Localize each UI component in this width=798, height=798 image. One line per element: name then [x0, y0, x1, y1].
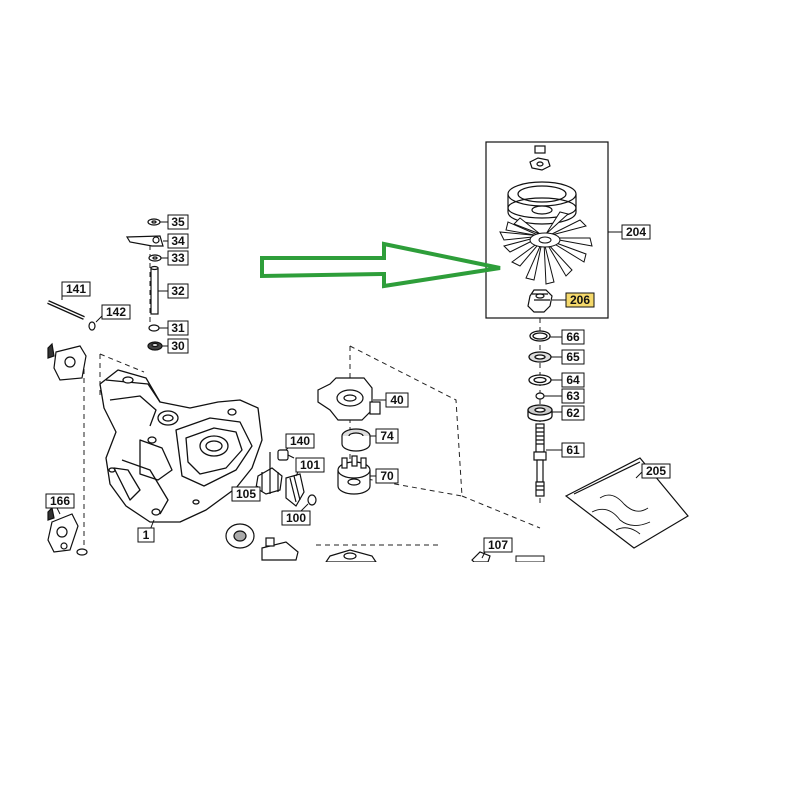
callout-1[interactable]: 1: [137, 527, 155, 543]
part-bottom-block: [261, 537, 299, 561]
callout-31[interactable]: 31: [167, 320, 189, 336]
part-140-bolt: [277, 449, 295, 461]
green-arrow-icon: [260, 241, 501, 289]
part-bottom-center: [324, 549, 378, 563]
part-100-ring: [307, 494, 317, 506]
callout-141[interactable]: 141: [61, 281, 91, 297]
svg-text:40: 40: [390, 393, 404, 407]
callout-206-highlighted[interactable]: 206: [565, 292, 595, 308]
part-205-bag: [564, 457, 689, 549]
svg-text:205: 205: [646, 464, 666, 478]
part-61-shaft: [533, 423, 547, 497]
part-fan-blade: [499, 211, 593, 285]
svg-text:61: 61: [566, 443, 580, 457]
part-34-lever: [125, 235, 164, 247]
callout-142[interactable]: 142: [101, 304, 131, 320]
svg-text:206: 206: [570, 293, 590, 307]
part-30-seal: [147, 341, 163, 351]
svg-text:166: 166: [50, 494, 70, 508]
callout-140[interactable]: 140: [285, 433, 315, 449]
part-31-clip: [148, 324, 160, 332]
part-66-ring: [529, 330, 551, 342]
part-nut-top: [529, 145, 551, 171]
part-pulley: [507, 181, 577, 225]
svg-text:141: 141: [66, 282, 86, 296]
part-142-pin: [88, 321, 96, 331]
part-33-ring: [148, 254, 162, 262]
svg-text:74: 74: [380, 429, 394, 443]
callout-107[interactable]: 107: [483, 537, 513, 553]
svg-text:101: 101: [300, 458, 320, 472]
part-74-bearing: [341, 428, 371, 452]
svg-text:35: 35: [171, 215, 185, 229]
callout-30[interactable]: 30: [167, 338, 189, 354]
cropped-callout: [515, 555, 545, 563]
bracket-left: [47, 342, 87, 381]
svg-text:204: 204: [626, 225, 646, 239]
callout-35[interactable]: 35: [167, 214, 189, 230]
callout-62[interactable]: 62: [561, 405, 585, 421]
callout-105[interactable]: 105: [231, 486, 261, 502]
part-35-washer: [147, 218, 161, 226]
part-1-housing: [99, 369, 263, 523]
callout-labels: 35 34 33 32 31 30 141 142: [45, 214, 671, 553]
part-206-hub: [527, 289, 553, 313]
part-107-nut: [471, 551, 491, 563]
svg-text:105: 105: [236, 487, 256, 501]
callout-33[interactable]: 33: [167, 250, 189, 266]
part-63-clip: [535, 392, 545, 400]
callout-32[interactable]: 32: [167, 283, 189, 299]
callout-74[interactable]: 74: [375, 428, 399, 444]
part-65-seal: [528, 351, 552, 363]
callout-101[interactable]: 101: [295, 457, 325, 473]
callout-100[interactable]: 100: [281, 510, 311, 526]
part-141-rod: [47, 300, 85, 320]
part-40-housing: [317, 377, 381, 421]
callout-205[interactable]: 205: [641, 463, 671, 479]
part-32-shaft: [150, 265, 159, 315]
svg-text:140: 140: [290, 434, 310, 448]
callout-70[interactable]: 70: [375, 468, 399, 484]
part-105-gear: [255, 452, 283, 495]
callout-64[interactable]: 64: [561, 372, 585, 388]
svg-text:66: 66: [566, 330, 580, 344]
callout-40[interactable]: 40: [385, 392, 409, 408]
svg-text:33: 33: [171, 251, 185, 265]
part-64-washer: [528, 374, 552, 386]
part-70-coupler: [337, 455, 371, 495]
callout-66[interactable]: 66: [561, 329, 585, 345]
svg-text:31: 31: [171, 321, 185, 335]
svg-text:1: 1: [143, 528, 150, 542]
part-101-bevel-gear: [285, 473, 305, 507]
shaft-assembly-left: [125, 218, 164, 351]
svg-text:70: 70: [380, 469, 394, 483]
svg-text:32: 32: [171, 284, 185, 298]
bottom-whitespace: [0, 562, 798, 798]
callout-65[interactable]: 65: [561, 349, 585, 365]
part-166-bracket: [47, 506, 88, 556]
bearing-bottom-left: [225, 523, 255, 549]
svg-text:65: 65: [566, 350, 580, 364]
svg-text:62: 62: [566, 406, 580, 420]
callout-34[interactable]: 34: [167, 233, 189, 249]
svg-text:107: 107: [488, 538, 508, 552]
callout-63[interactable]: 63: [561, 388, 585, 404]
svg-text:100: 100: [286, 511, 306, 525]
svg-text:34: 34: [171, 234, 185, 248]
svg-text:63: 63: [566, 389, 580, 403]
svg-text:30: 30: [171, 339, 185, 353]
assembly-box-204: [485, 141, 609, 319]
callout-166[interactable]: 166: [45, 493, 75, 509]
part-62-bearing: [527, 404, 553, 422]
svg-text:142: 142: [106, 305, 126, 319]
svg-text:64: 64: [566, 373, 580, 387]
callout-61[interactable]: 61: [561, 442, 585, 458]
callout-204[interactable]: 204: [621, 224, 651, 240]
